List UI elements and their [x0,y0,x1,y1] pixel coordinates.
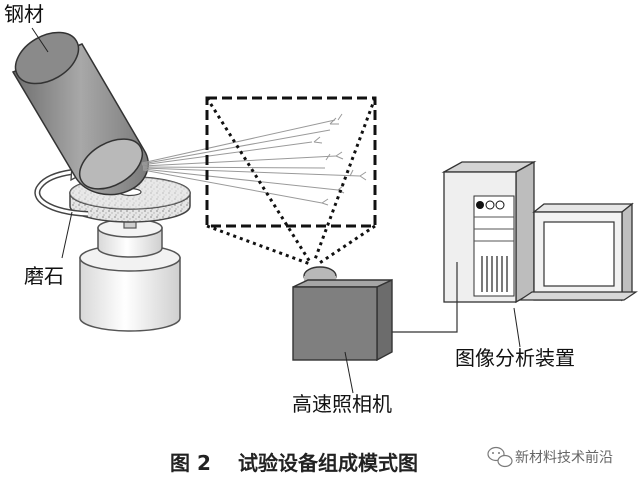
camera-cable [392,262,458,333]
figure-number: 图 2 [170,451,211,475]
high-speed-camera [292,266,393,362]
label-analyzer: 图像分析装置 [455,346,575,370]
label-camera: 高速照相机 [292,392,392,416]
field-of-view [205,96,377,266]
steel-leader [31,27,49,53]
watermark-text: 新材料技术前沿 [515,449,613,466]
computer-monitor [518,202,638,302]
label-steel: 钢材 [4,2,44,26]
figure-title: 试验设备组成模式图 [238,451,418,475]
analyzer-leader [513,307,521,348]
watermark: 新材料技术前沿 [487,446,613,468]
camera-leader [344,351,354,394]
wechat-icon [487,446,513,468]
steel-rod [11,31,149,196]
spark-stream [141,113,367,206]
computer-tower [441,160,537,304]
label-grinding-stone: 磨石 [24,264,64,288]
motor-base [79,257,181,332]
stone-leader [61,211,73,259]
